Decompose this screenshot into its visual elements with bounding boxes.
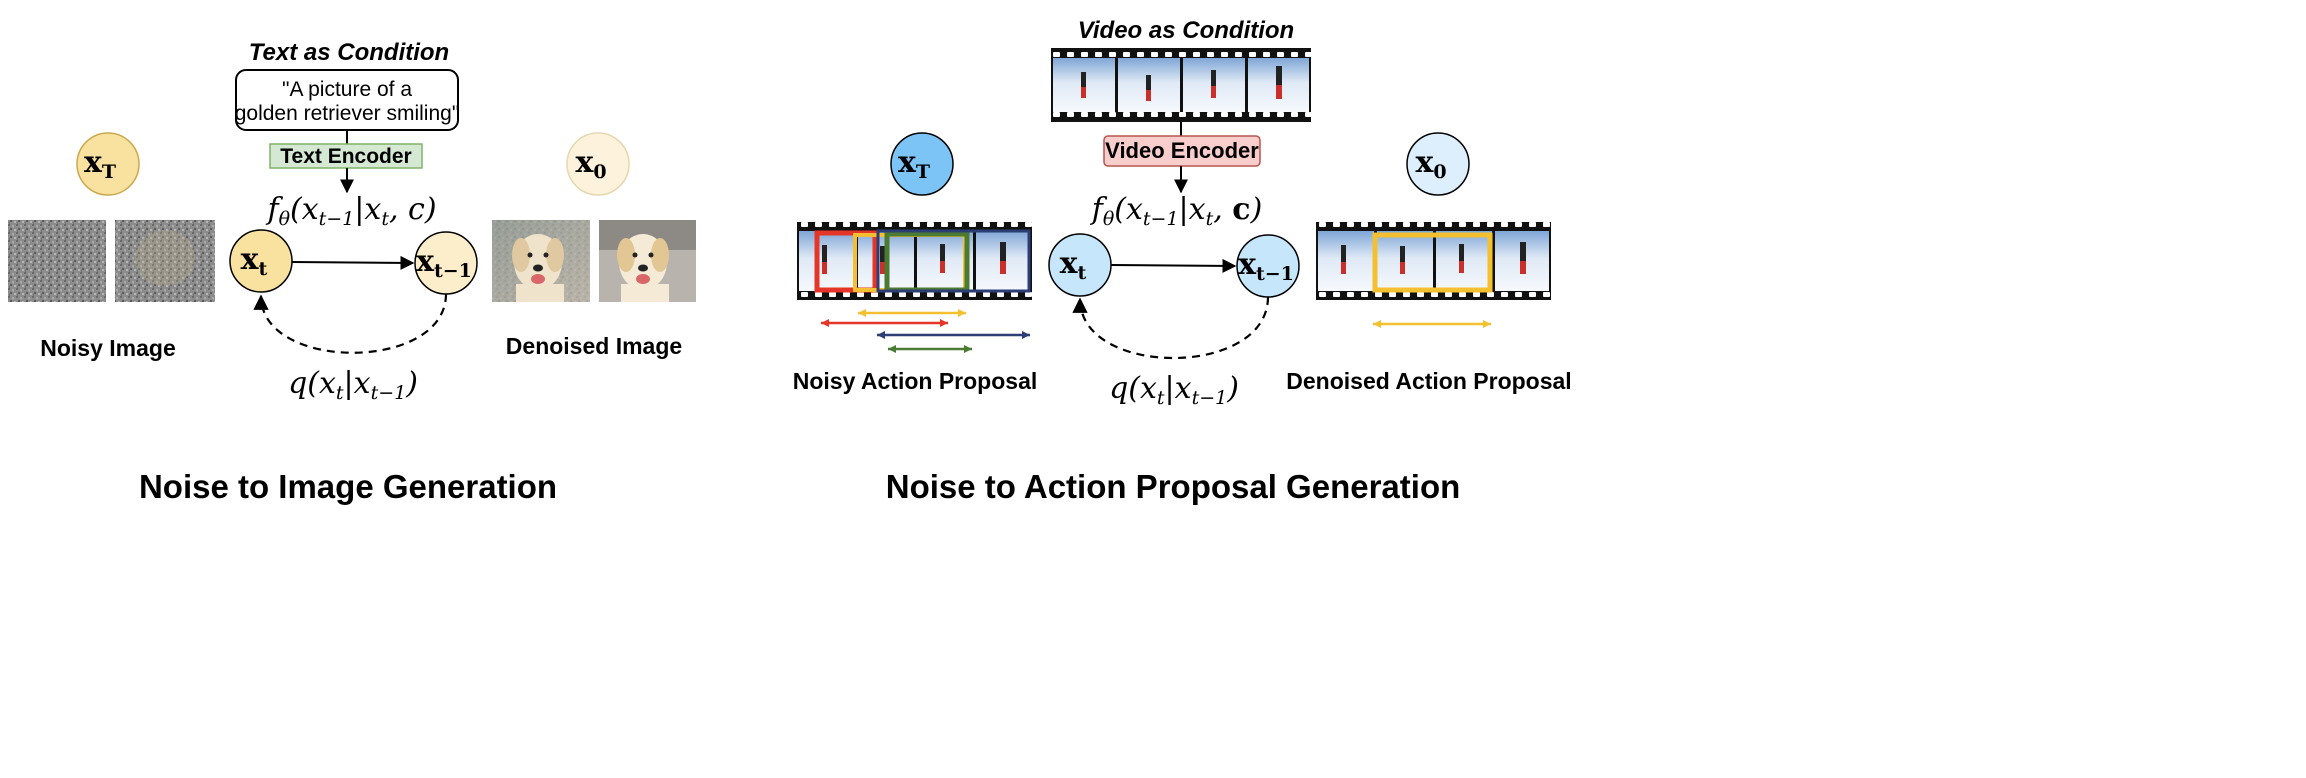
prompt-line-1: "A picture of a [282, 78, 412, 101]
condition-film-strip [1051, 48, 1311, 122]
noisy-proposal-film [797, 222, 1032, 300]
xT-label: xT [84, 145, 116, 183]
denoised-image-1 [492, 220, 590, 302]
video-xt-label: xt [1060, 246, 1087, 284]
video-xT-label: xT [898, 145, 930, 183]
video-reverse-formula: fθ(xt−1|xt, c) [1090, 192, 1263, 230]
noisy-image-label: Noisy Image [40, 335, 176, 361]
denoised-proposal-film [1316, 222, 1551, 300]
noisy-proposal-label: Noisy Action Proposal [793, 368, 1038, 394]
video-xT-node [890, 132, 954, 196]
text-condition-title: Text as Condition [249, 39, 449, 66]
video-encoder-label: Video Encoder [1105, 138, 1259, 163]
denoised-image-label: Denoised Image [506, 333, 682, 359]
left-section-title: Noise to Image Generation [139, 468, 557, 505]
video-forward-formula: q(xt|xt−1) [1109, 371, 1239, 409]
span-arrow-red [821, 319, 948, 327]
xt1-label: xt−1 [416, 244, 472, 282]
text-encoder-label: Text Encoder [280, 145, 411, 168]
proposal-box-navy [876, 229, 1031, 293]
left-panel: Text as Condition "A picture of a golden… [8, 39, 696, 505]
denoised-proposal-box-yellow [1372, 232, 1493, 293]
xT-node [76, 132, 140, 196]
right-panel: Video as Condition Video Encoder fθ(xt−1… [793, 17, 1572, 505]
x0-node [566, 132, 630, 196]
proposal-box-red [814, 230, 878, 293]
forward-formula: q(xt|xt−1) [288, 366, 418, 404]
forward-noise-arrow [253, 293, 448, 354]
right-section-title: Noise to Action Proposal Generation [886, 468, 1461, 505]
xt-node [229, 229, 293, 293]
video-condition-title: Video as Condition [1078, 17, 1294, 44]
video-x0-node [1406, 132, 1470, 196]
noisy-image-1 [8, 220, 106, 302]
x0-label: x0 [575, 145, 606, 183]
video-forward-noise-arrow [1072, 296, 1270, 359]
text-encoder-box [269, 143, 423, 169]
span-arrow-yellow [858, 309, 966, 317]
prompt-line-2: golden retriever smiling" [235, 102, 460, 125]
video-xt1-label: xt−1 [1238, 247, 1294, 285]
video-x0-label: x0 [1415, 145, 1446, 183]
denoised-proposal-label: Denoised Action Proposal [1286, 368, 1571, 394]
denoised-span-arrow-yellow [1373, 320, 1491, 328]
denoised-image-2 [599, 220, 696, 302]
span-arrow-green [888, 345, 972, 353]
xt-label: xt [241, 242, 268, 280]
denoise-step-arrow [291, 255, 415, 270]
noisy-image-2 [115, 220, 215, 302]
reverse-formula: fθ(xt−1|xt, c) [265, 192, 436, 230]
video-denoise-step-arrow [1110, 258, 1237, 273]
span-arrow-navy [877, 331, 1030, 339]
